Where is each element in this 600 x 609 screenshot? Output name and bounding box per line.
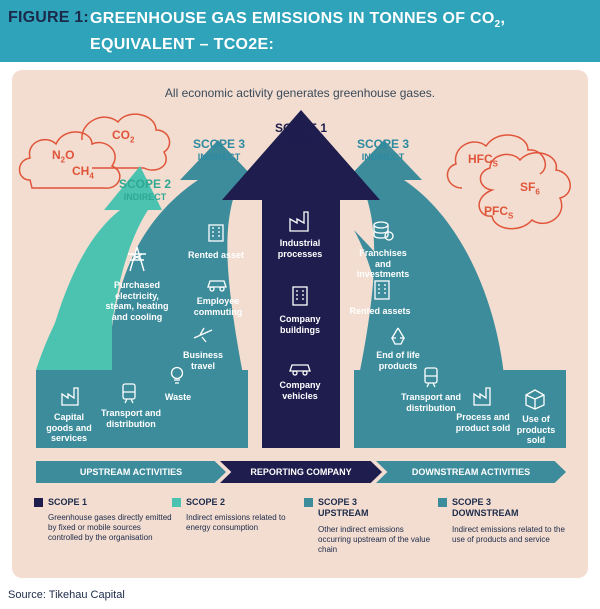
item-franchises: Franchises and investments — [356, 248, 410, 279]
bulb-icon — [170, 366, 184, 386]
legend-swatch — [172, 498, 181, 507]
train-icon — [120, 382, 138, 404]
item-business-travel: Business travel — [182, 350, 224, 371]
box-icon — [524, 388, 546, 410]
gas-pfcs: PFCS — [484, 204, 514, 221]
legend-title: SCOPE 1 — [48, 497, 88, 507]
item-rented-asset: Rented asset — [187, 250, 245, 260]
figure-label: FIGURE 1: — [8, 9, 89, 26]
item-company-buildings: Company buildings — [279, 314, 321, 335]
legend-title: SCOPE 2 — [186, 497, 226, 507]
office-building-icon — [290, 284, 310, 306]
source-credit: Source: Tikehau Capital — [8, 589, 125, 601]
cloud-right — [446, 134, 571, 230]
item-capital-goods: Capital goods and services — [46, 412, 92, 443]
legend-title: SCOPE 3 DOWNSTREAM — [452, 497, 519, 518]
title-line1: GREENHOUSE GAS EMISSIONS IN TONNES OF CO — [90, 10, 495, 27]
factory-icon-scope1 — [288, 210, 312, 232]
item-transport-upstream: Transport and distribution — [100, 408, 161, 429]
gas-n2o: N2O — [52, 148, 75, 165]
item-purchased-energy: Purchased electricity, steam, heating an… — [105, 280, 169, 322]
building-icon — [206, 222, 226, 242]
item-use-of-products: Use of products sold — [516, 414, 556, 445]
legend-desc: Other indirect emissions occurring upstr… — [318, 525, 431, 554]
legend-swatch — [304, 498, 313, 507]
gas-ch4: CH4 — [72, 164, 94, 181]
item-end-of-life: End of life products — [376, 350, 420, 371]
scope3-right-base — [354, 370, 566, 448]
item-waste: Waste — [164, 392, 192, 402]
legend-desc: Greenhouse gases directly emitted by fix… — [48, 513, 172, 542]
item-industrial-processes: Industrial processes — [277, 238, 323, 259]
item-transport-downstream: Transport and distribution — [400, 392, 461, 413]
legend-title: SCOPE 3 UPSTREAM — [318, 497, 369, 518]
scope3-left-base — [36, 370, 248, 448]
diagram-subtitle: All economic activity generates greenhou… — [164, 86, 436, 100]
gas-co2: CO2 — [112, 128, 135, 145]
power-pylon-icon — [126, 246, 148, 272]
coins-icon — [372, 220, 394, 242]
legend-desc: Indirect emissions related to the use of… — [452, 525, 565, 544]
title-comma: , — [500, 10, 506, 27]
item-company-vehicles: Company vehicles — [279, 380, 321, 401]
factory-icon — [60, 386, 82, 406]
recycle-icon — [388, 326, 408, 346]
legend-swatch — [34, 498, 43, 507]
car-icon — [206, 276, 228, 292]
train-icon-downstream — [422, 366, 440, 388]
scope1-arrow — [222, 110, 380, 448]
cloud-left — [18, 113, 171, 189]
airplane-icon — [192, 326, 214, 344]
figure-title: GREENHOUSE GAS EMISSIONS IN TONNES OF CO… — [90, 9, 510, 55]
emissions-diagram — [18, 110, 571, 448]
scope3-left-arrow — [106, 140, 256, 400]
reporting-company-bar: REPORTING COMPANY — [220, 461, 382, 483]
upstream-activities-bar: UPSTREAM ACTIVITIES — [36, 461, 226, 483]
diagram-panel: All economic activity generates greenhou… — [12, 70, 588, 578]
gas-sf6: SF6 — [520, 180, 540, 197]
gas-hfcs: HFCS — [468, 152, 499, 169]
title-line2: EQUIVALENT – TCO2E: — [90, 36, 275, 54]
item-employee-commuting: Employee commuting — [193, 296, 243, 317]
legend-desc: Indirect emissions related to energy con… — [186, 513, 286, 532]
vehicle-icon — [288, 360, 312, 376]
rented-building-icon — [372, 278, 392, 300]
downstream-activities-bar: DOWNSTREAM ACTIVITIES — [376, 461, 566, 483]
figure-header: FIGURE 1: GREENHOUSE GAS EMISSIONS IN TO… — [0, 0, 600, 62]
factory-icon-downstream — [472, 386, 494, 406]
item-process-product-sold: Process and product sold — [455, 412, 511, 433]
title-co2-subscript: 2 — [494, 19, 501, 31]
legend-swatch — [438, 498, 447, 507]
item-rented-assets: Rented assets — [349, 306, 411, 316]
